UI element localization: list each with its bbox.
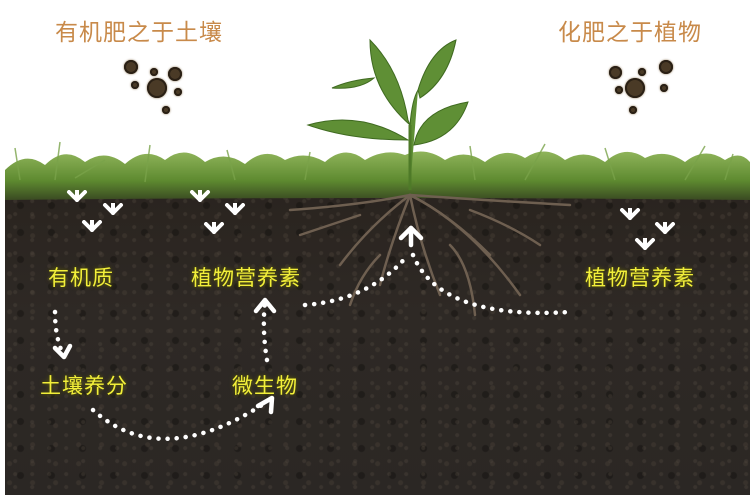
- plant-seedling: [306, 38, 469, 191]
- label-plant-nutrients-left: 植物营养素: [191, 266, 301, 290]
- arrow-up-icon: [255, 395, 275, 415]
- fertilizer-granules-icon-left: [120, 58, 190, 118]
- label-organic-matter: 有机质: [48, 266, 114, 290]
- label-plant-nutrients-right: 植物营养素: [585, 266, 695, 290]
- grass-layer: [5, 141, 750, 200]
- chemical-fertilizer-title: 化肥之于植物: [558, 20, 702, 46]
- arrow-up-icon: [253, 297, 277, 314]
- organic-fertilizer-title: 有机肥之于土壤: [55, 20, 223, 46]
- label-microorganisms: 微生物: [232, 374, 298, 398]
- arrow-down-icon: [52, 343, 73, 360]
- fertilizer-granules-icon-right: [605, 58, 675, 118]
- label-soil-nutrients: 土壤养分: [40, 374, 128, 398]
- soil-background: [5, 192, 750, 495]
